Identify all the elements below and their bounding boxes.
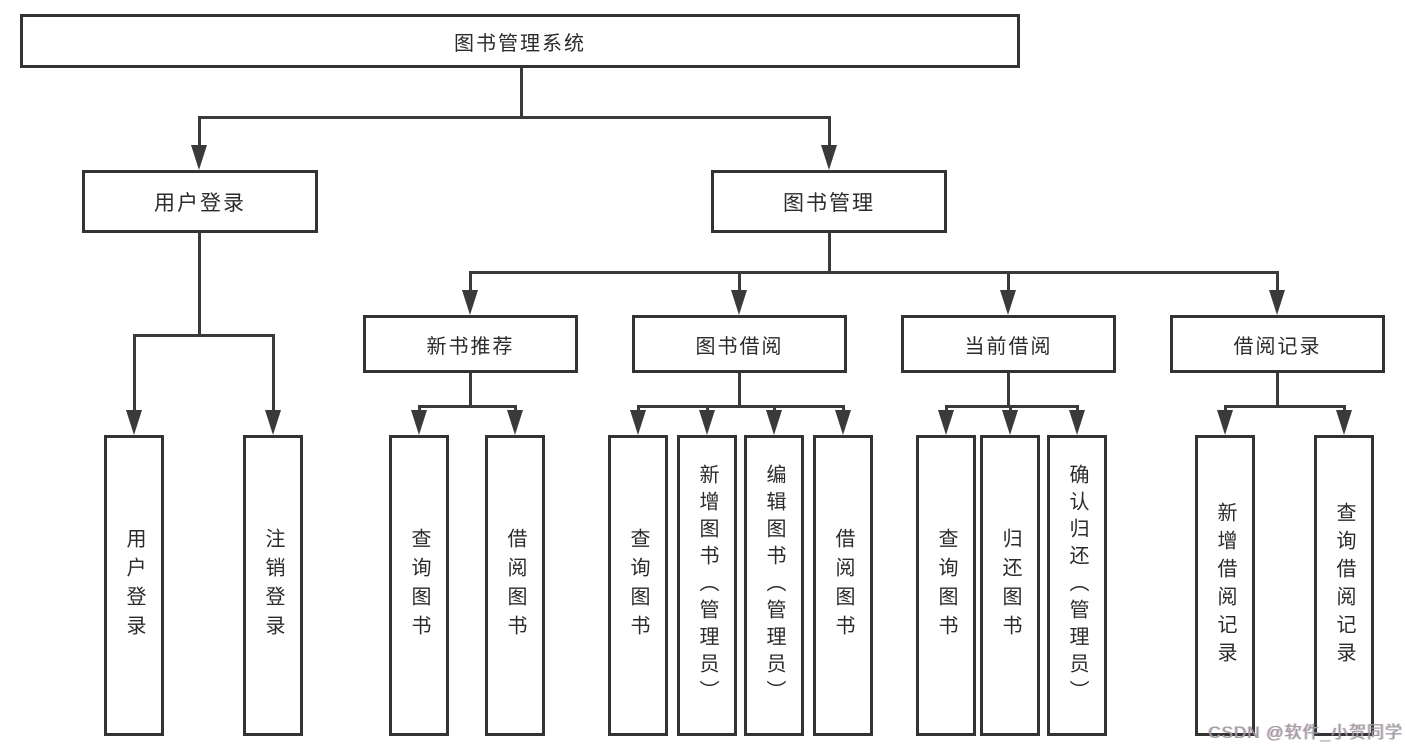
arrowhead-to-current-borrow xyxy=(1000,290,1016,315)
connector-currentborrow-stem xyxy=(1007,373,1010,408)
connector-nb-leaf2 xyxy=(514,405,517,413)
connector-rec-leaf1 xyxy=(1224,405,1227,413)
leaf-borrow-edit-books-admin: 编辑图书（管理员） xyxy=(744,435,804,736)
node-book-management: 图书管理 xyxy=(711,170,947,233)
leaf-borrow-query-books-label: 查询图书 xyxy=(627,527,649,644)
leaf-current-confirm-return-admin: 确认归还（管理员） xyxy=(1047,435,1107,736)
connector-to-bookborrow xyxy=(738,271,741,293)
leaf-borrow-edit-books-admin-label: 编辑图书（管理员） xyxy=(763,464,785,707)
arrowhead-bw-add xyxy=(699,410,715,435)
leaf-user-login: 用户登录 xyxy=(104,435,164,736)
leaf-user-login-label: 用户登录 xyxy=(123,527,145,644)
node-new-book-recommend-label: 新书推荐 xyxy=(426,335,515,358)
arrowhead-to-login xyxy=(126,410,142,435)
arrowhead-to-book-borrow xyxy=(731,290,747,315)
connector-root-stem xyxy=(520,68,523,118)
leaf-records-query-record: 查询借阅记录 xyxy=(1314,435,1374,736)
connector-cur-leaf3 xyxy=(1076,405,1079,413)
csdn-watermark: CSDN @软件_小贺同学 xyxy=(1208,723,1403,742)
connector-bw-leaf1 xyxy=(637,405,640,413)
connector-root-split xyxy=(198,116,831,119)
node-book-borrow-label: 图书借阅 xyxy=(695,335,784,358)
leaf-newbook-query-books-label: 查询图书 xyxy=(408,527,430,644)
node-book-borrow: 图书借阅 xyxy=(632,315,847,373)
connector-newbooks-split xyxy=(418,405,517,408)
arrowhead-cur-query xyxy=(938,410,954,435)
node-user-login: 用户登录 xyxy=(82,170,318,233)
connector-bw-leaf2 xyxy=(706,405,709,413)
connector-cur-leaf2 xyxy=(1009,405,1012,413)
leaf-borrow-borrow-books-label: 借阅图书 xyxy=(832,527,854,644)
arrowhead-bw-query xyxy=(630,410,646,435)
leaf-records-add-record-label: 新增借阅记录 xyxy=(1214,501,1236,670)
leaf-borrow-query-books: 查询图书 xyxy=(608,435,668,736)
arrowhead-to-borrow-records xyxy=(1269,290,1285,315)
connector-to-currentborrow xyxy=(1007,271,1010,293)
arrowhead-nb-borrow xyxy=(507,410,523,435)
arrowhead-rec-query xyxy=(1336,410,1352,435)
node-borrow-records: 借阅记录 xyxy=(1170,315,1385,373)
connector-currentborrow-split xyxy=(945,405,1079,408)
leaf-logout-label: 注销登录 xyxy=(262,527,284,644)
node-current-borrow-label: 当前借阅 xyxy=(964,335,1053,358)
leaf-current-return-books-label: 归还图书 xyxy=(999,527,1021,644)
node-library-system-label: 图书管理系统 xyxy=(454,32,586,55)
node-new-book-recommend: 新书推荐 xyxy=(363,315,578,373)
connector-nb-leaf1 xyxy=(418,405,421,413)
leaf-borrow-add-books-admin: 新增图书（管理员） xyxy=(677,435,737,736)
leaf-current-return-books: 归还图书 xyxy=(980,435,1040,736)
connector-root-to-bookmgmt xyxy=(828,116,831,148)
node-library-system: 图书管理系统 xyxy=(20,14,1020,68)
arrowhead-bw-edit xyxy=(766,410,782,435)
leaf-logout: 注销登录 xyxy=(243,435,303,736)
connector-cur-leaf1 xyxy=(945,405,948,413)
connector-rec-leaf2 xyxy=(1343,405,1346,413)
leaf-newbook-borrow-books-label: 借阅图书 xyxy=(504,527,526,644)
leaf-borrow-borrow-books: 借阅图书 xyxy=(813,435,873,736)
connector-userlogin-stem xyxy=(198,233,201,336)
node-book-management-label: 图书管理 xyxy=(783,191,875,215)
arrowhead-to-user-login xyxy=(191,145,207,170)
connector-borrowrecords-split xyxy=(1224,405,1346,408)
arrowhead-to-logout xyxy=(265,410,281,435)
leaf-newbook-borrow-books: 借阅图书 xyxy=(485,435,545,736)
arrowhead-to-book-management xyxy=(821,145,837,170)
arrowhead-cur-return xyxy=(1002,410,1018,435)
connector-to-borrowrecords xyxy=(1276,271,1279,293)
connector-root-to-userlogin xyxy=(198,116,201,148)
leaf-records-query-record-label: 查询借阅记录 xyxy=(1333,501,1355,670)
arrowhead-bw-borrow xyxy=(835,410,851,435)
connector-borrowrecords-stem xyxy=(1276,373,1279,408)
node-current-borrow: 当前借阅 xyxy=(901,315,1116,373)
connector-newbooks-stem xyxy=(469,373,472,408)
arrowhead-to-new-book-recommend xyxy=(462,290,478,315)
leaf-borrow-add-books-admin-label: 新增图书（管理员） xyxy=(696,464,718,707)
connector-bookmgmt-stem xyxy=(828,233,831,274)
connector-userlogin-to-login xyxy=(133,334,136,412)
connector-bookborrow-split xyxy=(637,405,845,408)
connector-bookborrow-stem xyxy=(738,373,741,408)
leaf-records-add-record: 新增借阅记录 xyxy=(1195,435,1255,736)
leaf-newbook-query-books: 查询图书 xyxy=(389,435,449,736)
node-user-login-label: 用户登录 xyxy=(154,191,246,215)
leaf-current-query-books-label: 查询图书 xyxy=(935,527,957,644)
connector-to-newbooks xyxy=(469,271,472,293)
connector-userlogin-to-logout xyxy=(272,334,275,412)
node-borrow-records-label: 借阅记录 xyxy=(1233,335,1322,358)
connector-bookmgmt-split xyxy=(469,271,1279,274)
connector-userlogin-split xyxy=(133,334,274,337)
leaf-current-confirm-return-admin-label: 确认归还（管理员） xyxy=(1066,464,1088,707)
arrowhead-rec-add xyxy=(1217,410,1233,435)
arrowhead-nb-query xyxy=(411,410,427,435)
connector-bw-leaf4 xyxy=(842,405,845,413)
connector-bw-leaf3 xyxy=(773,405,776,413)
arrowhead-cur-confirm xyxy=(1069,410,1085,435)
leaf-current-query-books: 查询图书 xyxy=(916,435,976,736)
